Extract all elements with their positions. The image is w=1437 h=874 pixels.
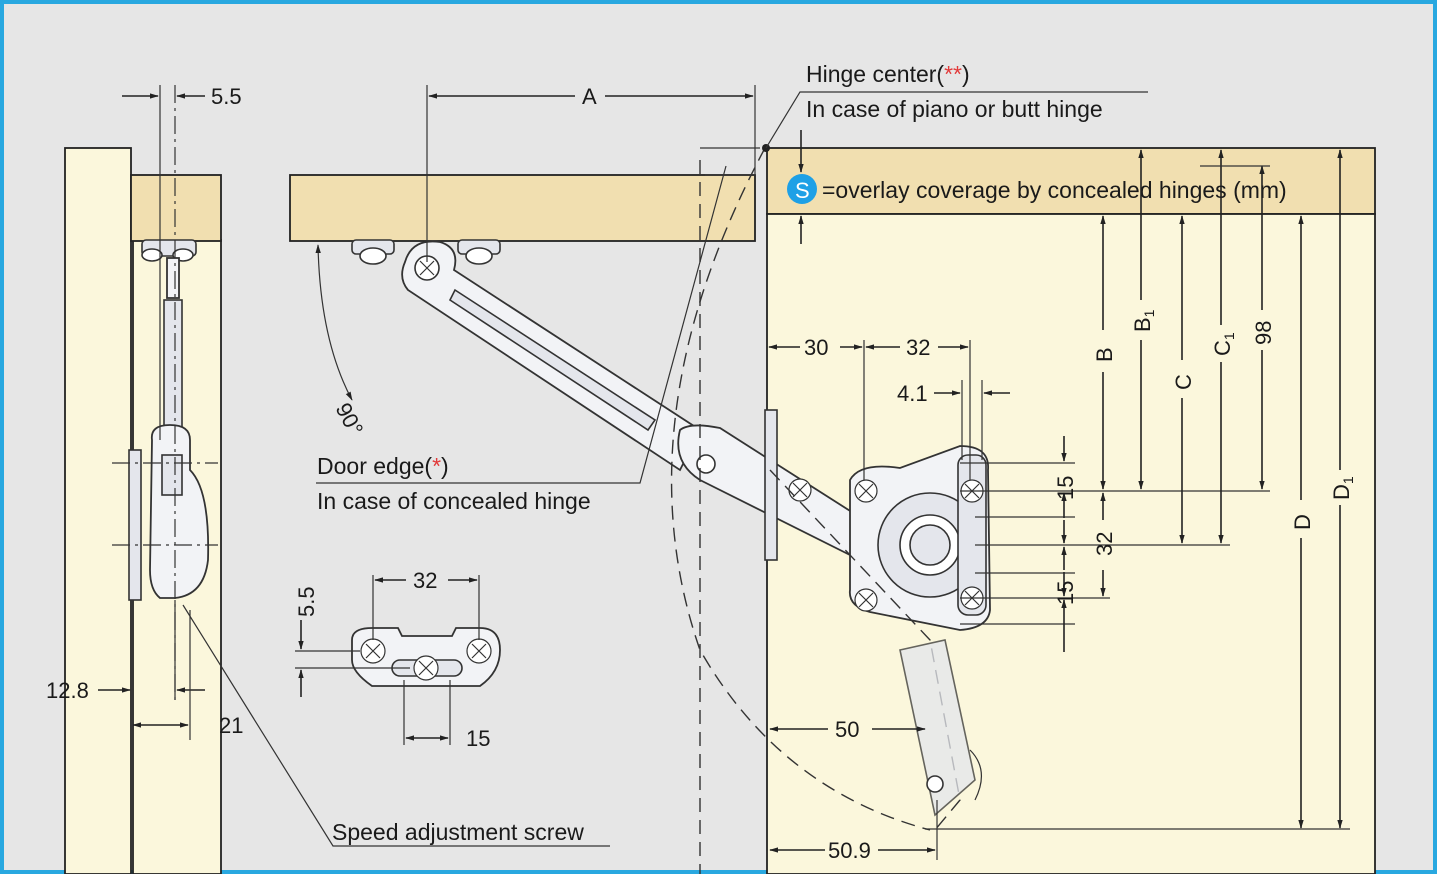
s-badge	[787, 174, 817, 204]
dim-B: B	[1092, 347, 1117, 362]
door-top	[766, 147, 1376, 215]
dim-B1: B1	[1130, 309, 1157, 332]
s-badge-letter: S	[795, 178, 810, 203]
dim-5-5-small: 5.5	[294, 586, 319, 617]
dim-32-vert: 32	[1092, 532, 1117, 556]
dim-32-top: 32	[906, 335, 930, 360]
main-view: Hinge center(**) In case of piano or but…	[289, 61, 1376, 874]
top-board	[289, 174, 756, 242]
dim-30: 30	[804, 335, 828, 360]
dim-98: 98	[1251, 321, 1276, 345]
dim-D: D	[1290, 514, 1315, 530]
dim-21: 21	[219, 713, 243, 738]
dim-32-small: 32	[413, 568, 437, 593]
dim-5-5-top: 5.5	[211, 84, 242, 109]
dim-D1: D1	[1329, 476, 1356, 500]
dim-C: C	[1171, 374, 1196, 390]
dim-50-9: 50.9	[828, 838, 871, 863]
hinge-center-label: Hinge center(**)	[806, 61, 970, 87]
side-view: 5.5 12.8 21 Speed adjustment screw	[46, 84, 610, 874]
dim-A: A	[582, 84, 597, 109]
mounting-plate-detail: 32 5.5 15	[294, 568, 501, 751]
s-note: =overlay coverage by concealed hinges (m…	[822, 177, 1287, 203]
dim-15-small: 15	[466, 726, 490, 751]
dim-15-lower: 15	[1053, 581, 1078, 605]
dim-12-8: 12.8	[46, 678, 89, 703]
dim-4-1: 4.1	[897, 381, 928, 406]
side-top-board	[130, 174, 222, 242]
speed-screw-label: Speed adjustment screw	[332, 819, 584, 845]
dim-15-upper: 15	[1053, 476, 1078, 500]
piano-hinge-label: In case of piano or butt hinge	[806, 96, 1103, 122]
side-panel-front	[64, 147, 132, 874]
door-edge-label: Door edge(*)	[317, 453, 449, 479]
dim-C1: C1	[1210, 332, 1237, 356]
concealed-hinge-label: In case of concealed hinge	[317, 488, 591, 514]
dim-50: 50	[835, 717, 859, 742]
